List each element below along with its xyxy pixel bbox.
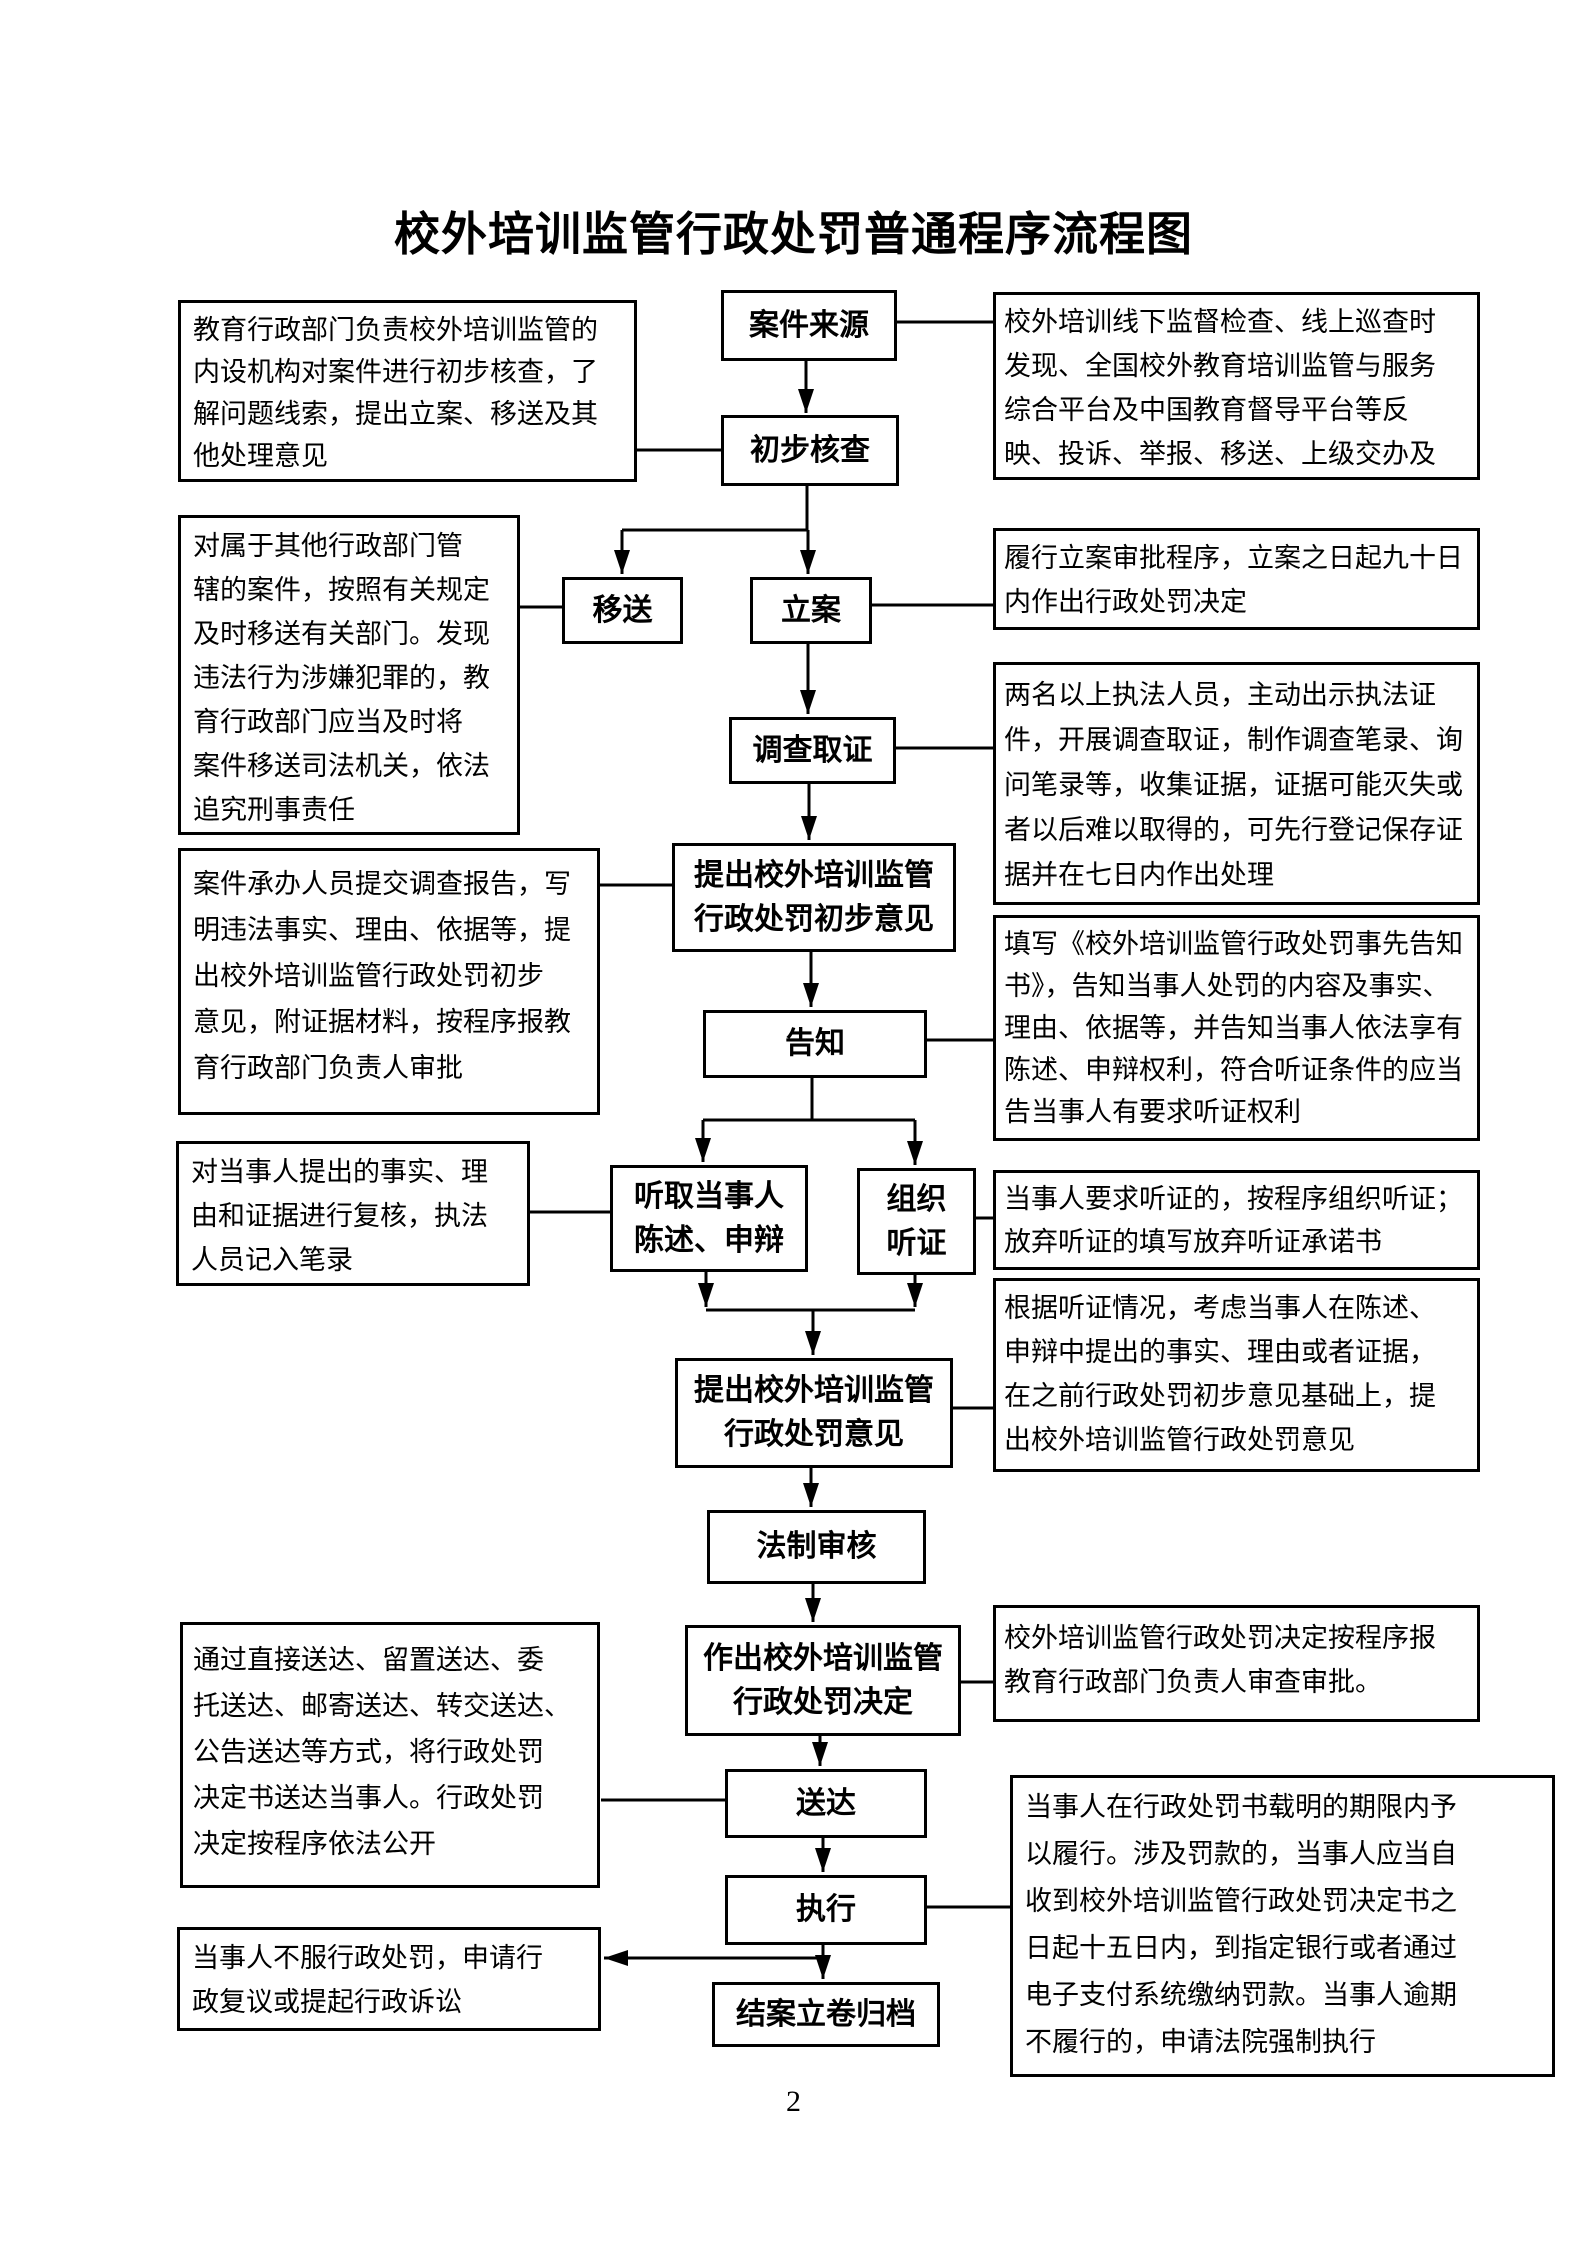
flow-node-execution: 执行: [725, 1875, 927, 1945]
right-note-penalty-decision: 校外培训监管行政处罚决定按程序报 教育行政部门负责人审查审批。: [993, 1605, 1480, 1722]
left-note-appeal: 当事人不服行政处罚，申请行 政复议或提起行政诉讼: [177, 1927, 601, 2031]
flow-node-investigation: 调查取证: [729, 717, 896, 784]
page-title: 校外培训监管行政处罚普通程序流程图: [394, 208, 1193, 260]
right-note-hearing: 当事人要求听证的，按程序组织听证； 放弃听证的填写放弃听证承诺书: [993, 1170, 1480, 1270]
flow-node-case-closure: 结案立卷归档: [712, 1982, 940, 2047]
left-note-hear-statement: 对当事人提出的事实、理 由和证据进行复核，执法 人员记入笔录: [176, 1141, 530, 1286]
left-note-transfer: 对属于其他行政部门管 辖的案件，按照有关规定 及时移送有关部门。发现 违法行为涉…: [178, 515, 520, 835]
right-note-investigation: 两名以上执法人员，主动出示执法证 件，开展调查取证，制作调查笔录、询 问笔录等，…: [993, 662, 1480, 905]
flow-node-penalty-opinion: 提出校外培训监管 行政处罚意见: [675, 1358, 953, 1468]
flow-node-transfer: 移送: [562, 577, 683, 644]
flow-node-organize-hearing: 组织 听证: [857, 1168, 976, 1275]
left-note-delivery: 通过直接送达、留置送达、委 托送达、邮寄送达、转交送达、 公告送达等方式，将行政…: [180, 1622, 600, 1888]
flow-node-case-source: 案件来源: [721, 290, 897, 361]
right-note-case-source: 校外培训线下监督检查、线上巡查时 发现、全国校外教育培训监管与服务 综合平台及中…: [993, 292, 1480, 480]
left-note-initial-opinion: 案件承办人员提交调查报告，写 明违法事实、理由、依据等，提 出校外培训监管行政处…: [178, 848, 600, 1115]
flow-node-penalty-decision: 作出校外培训监管 行政处罚决定: [685, 1625, 961, 1736]
left-note-preliminary-check: 教育行政部门负责校外培训监管的 内设机构对案件进行初步核查，了 解问题线索，提出…: [178, 300, 637, 482]
right-note-filing: 履行立案审批程序，立案之日起九十日 内作出行政处罚决定: [993, 528, 1480, 630]
right-note-penalty-opinion: 根据听证情况，考虑当事人在陈述、 申辩中提出的事实、理由或者证据， 在之前行政处…: [993, 1278, 1480, 1472]
flow-node-filing: 立案: [750, 577, 872, 644]
flow-node-notification: 告知: [703, 1010, 927, 1078]
flow-node-hear-statement: 听取当事人 陈述、申辩: [610, 1165, 808, 1272]
flow-node-initial-opinion: 提出校外培训监管 行政处罚初步意见: [672, 843, 956, 952]
flow-node-delivery: 送达: [725, 1769, 927, 1838]
right-note-notification: 填写《校外培训监管行政处罚事先告知 书》，告知当事人处罚的内容及事实、 理由、依…: [993, 915, 1480, 1141]
flow-node-legal-review: 法制审核: [707, 1510, 926, 1584]
right-note-execution: 当事人在行政处罚书载明的期限内予 以履行。涉及罚款的，当事人应当自 收到校外培训…: [1010, 1775, 1555, 2077]
plain-connector-lines: [520, 320, 1010, 1909]
page-number: 2: [786, 2085, 801, 2118]
arrow-connector-lines: [604, 355, 923, 1979]
flow-node-preliminary-check: 初步核查: [721, 415, 899, 486]
